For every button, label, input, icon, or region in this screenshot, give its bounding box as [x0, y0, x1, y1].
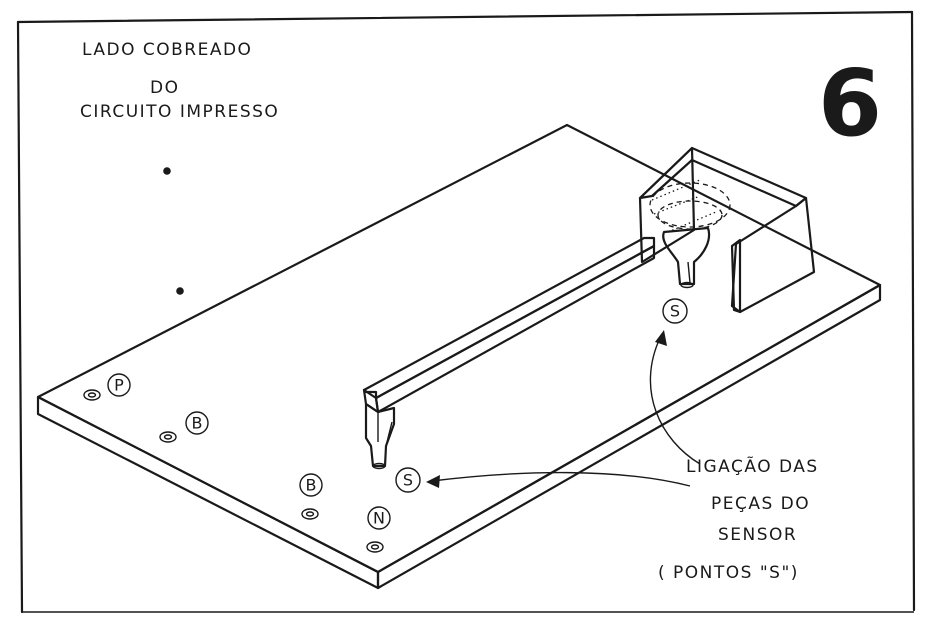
callout-line-3: SENSOR: [718, 525, 797, 545]
sensor-bracket: [638, 146, 816, 314]
svg-text:S: S: [670, 302, 680, 321]
arrow-to-s1-head: [426, 475, 440, 488]
mark-dot-2: [176, 287, 184, 295]
strip-pin-hole: [372, 462, 386, 470]
pad-b1-ring: [159, 431, 177, 443]
mark-dot-1: [163, 167, 171, 175]
strip-leg-edges: [375, 397, 393, 447]
figure-frame: [16, 10, 916, 614]
board-right-edge: [376, 283, 882, 590]
bracket-leg: [662, 226, 711, 286]
pad-label-b2: B: [299, 473, 323, 497]
figure-number: 6: [818, 50, 882, 157]
svg-text:B: B: [306, 476, 317, 495]
callout-arrows: [426, 330, 701, 488]
arrow-to-s2-head: [655, 330, 667, 346]
title-line-3: CIRCUITO IMPRESSO: [80, 102, 279, 122]
pad-label-p: P: [107, 373, 131, 397]
callout-line-4: ( PONTOS "S"): [658, 563, 799, 583]
bracket-hidden-ring: [649, 182, 731, 228]
pad-label-b1: B: [185, 411, 209, 435]
arrow-to-s2: [649, 337, 701, 465]
pad-label-n: N: [367, 506, 391, 530]
bracket-top: [638, 146, 808, 208]
arrow-to-s1: [431, 471, 691, 487]
circuit-board: [36, 123, 882, 590]
callout-line-2: PEÇAS DO: [711, 494, 810, 514]
bracket-right-wall-edge: [730, 238, 742, 314]
pad-label-s2: S: [662, 298, 688, 324]
bracket-hidden-edges: [651, 179, 717, 233]
bracket-hidden-ring-inner: [657, 200, 723, 230]
bracket-pin-hole: [680, 281, 694, 289]
pad-b2-ring: [301, 508, 319, 520]
svg-text:S: S: [403, 471, 413, 490]
strip-face: [374, 244, 656, 414]
svg-text:B: B: [192, 414, 203, 433]
bracket-leg-edge: [687, 261, 691, 284]
svg-text:P: P: [114, 376, 124, 395]
strip-front-face: [362, 236, 656, 400]
pad-label-s1: S: [395, 467, 421, 493]
copper-pads: [83, 389, 384, 553]
callout-line-1: LIGAÇÃO DAS: [686, 455, 819, 477]
title-line-2: DO: [150, 78, 179, 98]
strip-leg: [364, 402, 396, 468]
pad-n-ring: [366, 541, 384, 553]
pad-p-ring: [83, 389, 101, 401]
svg-text:N: N: [373, 509, 385, 528]
sensor-strip: [362, 236, 656, 470]
title-line-1: LADO COBREADO: [82, 40, 252, 60]
